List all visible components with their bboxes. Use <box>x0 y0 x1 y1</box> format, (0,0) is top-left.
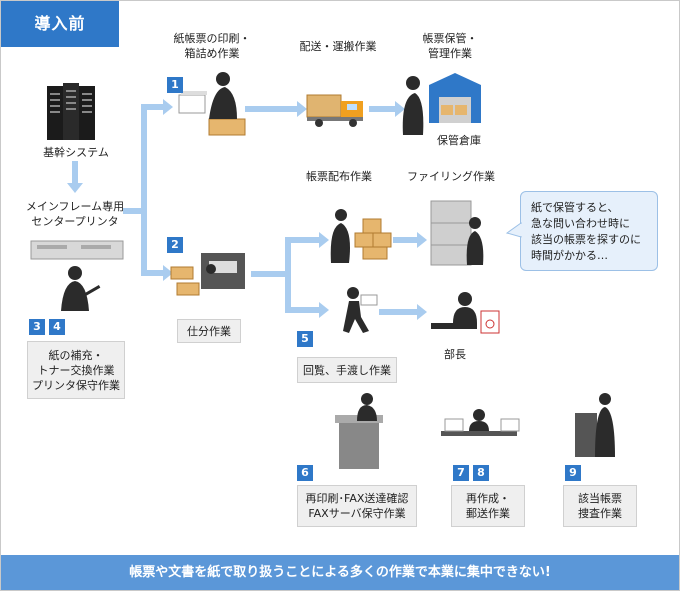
copier-machine-icon <box>335 393 383 469</box>
center-printer-icon <box>30 240 124 260</box>
manager-person-icon <box>431 292 500 334</box>
filing-label: ファイリング作業 <box>407 170 495 183</box>
server-rack-icon <box>47 83 95 140</box>
task-box-recreate: 再作成・ 郵送作業 <box>451 485 525 527</box>
step-number-2: 2 <box>167 237 183 253</box>
delivery-truck-icon <box>306 94 363 127</box>
task-box-printer-maintenance: 紙の補充・ トナー交換作業 プリンタ保守作業 <box>27 341 125 399</box>
circulate-label: 回覧、手渡し作業 <box>297 357 397 383</box>
step-number-4: 4 <box>49 319 65 335</box>
task-box-search: 該当帳票 捜査作業 <box>563 485 637 527</box>
packing-person-icon <box>178 72 246 136</box>
step-number-5: 5 <box>297 331 313 347</box>
step-number-8: 8 <box>473 465 489 481</box>
print-pack-label: 紙帳票の印刷・ 箱詰め作業 <box>173 32 251 60</box>
storage-mgmt-label: 帳票保管・ 管理作業 <box>422 32 478 60</box>
footer-banner: 帳票や文書を紙で取り扱うことによる多くの作業で本業に集中できない! <box>1 555 679 590</box>
operator-person-icon <box>61 266 101 311</box>
step-number-3: 3 <box>29 319 45 335</box>
step-number-6: 6 <box>297 465 313 481</box>
warehouse-icon <box>402 73 481 135</box>
page-title: 導入前 <box>1 1 119 47</box>
worried-person-icon <box>575 393 615 457</box>
distribution-label: 帳票配布作業 <box>306 170 372 183</box>
filing-cabinet-icon <box>430 200 484 266</box>
manager-label: 部長 <box>444 348 466 361</box>
core-system-label: 基幹システム <box>43 146 109 159</box>
step-number-7: 7 <box>453 465 469 481</box>
connector-arrows <box>67 99 427 320</box>
step-number-9: 9 <box>565 465 581 481</box>
warehouse-label: 保管倉庫 <box>437 134 481 147</box>
speech-bubble: 紙で保管すると、 急な問い合わせ時に 該当の帳票を探すのに 時間がかかる… <box>520 191 658 271</box>
sorting-label: 仕分作業 <box>177 319 241 343</box>
sorting-machine-icon <box>170 253 245 296</box>
desk-worker-icon <box>441 409 520 436</box>
courier-person-icon <box>343 287 378 333</box>
center-printer-label: メインフレーム専用 センタープリンタ <box>25 200 125 228</box>
task-box-fax: 再印刷･FAX送達確認 FAXサーバ保守作業 <box>297 485 417 527</box>
step-number-1: 1 <box>167 77 183 93</box>
delivery-label: 配送・運搬作業 <box>299 40 377 53</box>
distribution-person-icon <box>330 209 392 263</box>
